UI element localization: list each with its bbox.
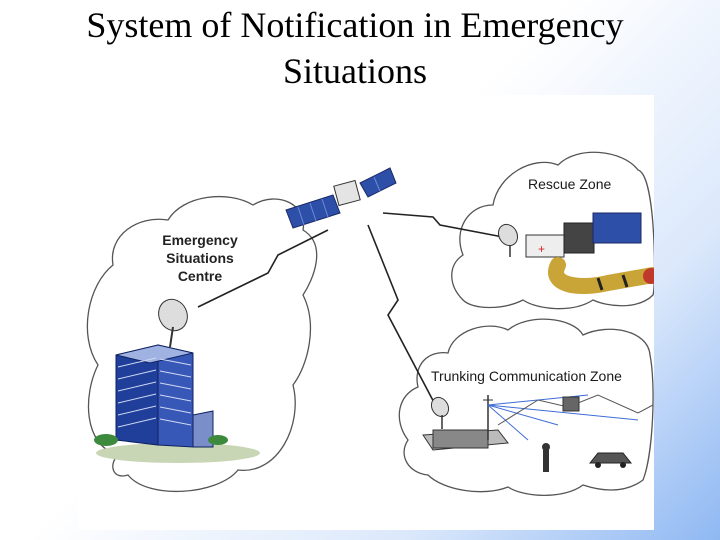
slide-title: System of Notification in Emergency Situ… — [0, 2, 710, 94]
link-satellite-to-trunking — [367, 224, 439, 411]
satellite-icon — [285, 167, 397, 229]
rescue-zone-label: Rescue Zone — [528, 176, 612, 192]
top-white-strip — [176, 105, 596, 133]
link-satellite-to-esc — [197, 229, 329, 308]
diagram-graphics: + — [86, 105, 654, 497]
trunking-cloud — [398, 318, 654, 497]
esc-label-line-1: Emergency — [162, 232, 238, 248]
title-line-1: System of Notification in Emergency — [86, 5, 624, 45]
trunking-zone-label: Trunking Communication Zone — [431, 368, 622, 384]
esc-cloud — [86, 195, 318, 492]
esc-building-icon — [94, 298, 260, 463]
trunking-scene-icon — [422, 394, 654, 472]
rescue-cloud — [451, 151, 654, 310]
title-line-2: Situations — [282, 51, 428, 91]
esc-label: Emergency Situations Centre — [150, 231, 250, 285]
rescue-scene-icon: + — [497, 212, 654, 294]
esc-label-line-3: Centre — [177, 268, 223, 284]
svg-text:+: + — [538, 242, 545, 256]
notification-diagram: + — [78, 95, 654, 530]
esc-label-line-2: Situations — [166, 250, 234, 266]
link-satellite-to-rescue — [382, 212, 504, 238]
